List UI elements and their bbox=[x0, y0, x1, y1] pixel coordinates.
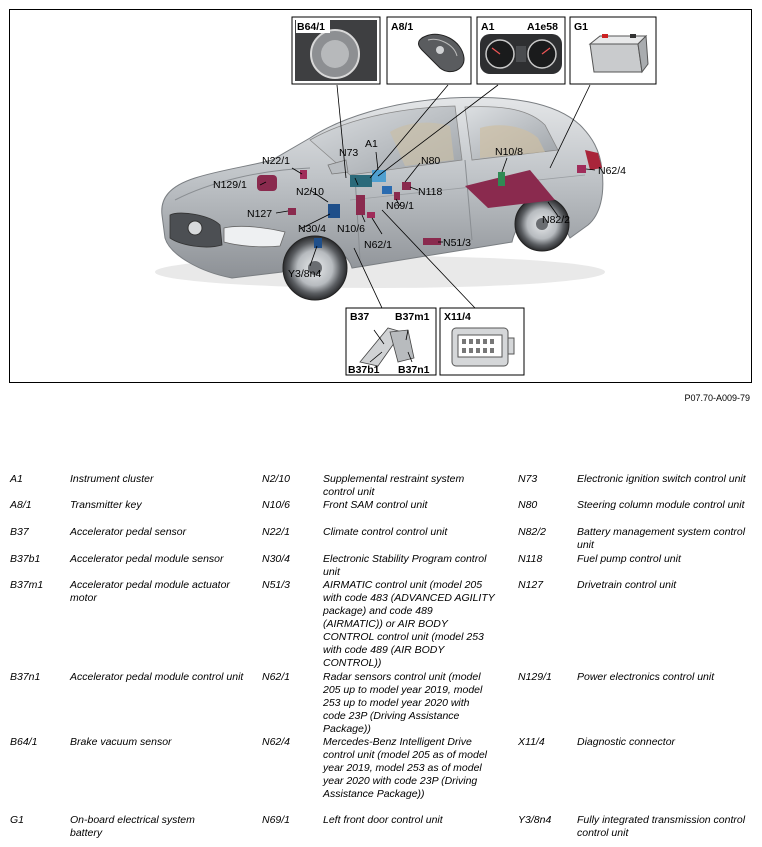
legend-code: Y3/8n4 bbox=[518, 814, 551, 827]
legend-desc: Fully integrated transmission control co… bbox=[577, 814, 752, 840]
n69-1-unit bbox=[394, 192, 400, 200]
label-n62-1: N62/1 bbox=[364, 239, 392, 251]
callout-b37m1: B37m1 bbox=[395, 311, 430, 323]
label-n80: N80 bbox=[421, 155, 440, 167]
legend-desc: Mercedes-Benz Intelligent Drive control … bbox=[323, 736, 495, 801]
label-n127: N127 bbox=[247, 208, 272, 220]
n10-6-unit bbox=[356, 195, 365, 215]
legend-code: N73 bbox=[518, 473, 537, 486]
label-y3-8n4: Y3/8n4 bbox=[288, 268, 321, 280]
legend-desc: Transmitter key bbox=[70, 499, 250, 512]
n73-unit bbox=[350, 175, 372, 187]
legend-desc: Supplemental restraint system control un… bbox=[323, 473, 495, 499]
legend-desc: Left front door control unit bbox=[323, 814, 495, 827]
callout-b64-1: B64/1 bbox=[297, 21, 325, 33]
n62-1-unit bbox=[367, 212, 375, 218]
figure-code: P07.70-A009-79 bbox=[600, 393, 750, 403]
legend-desc: AIRMATIC control unit (model 205 with co… bbox=[323, 579, 495, 670]
legend-desc: Electronic Stability Program control uni… bbox=[323, 553, 495, 579]
callout-g1: G1 bbox=[574, 21, 588, 33]
n22-1-unit bbox=[300, 170, 307, 179]
label-n69-1: N69/1 bbox=[386, 200, 414, 212]
legend-code: A1 bbox=[10, 473, 23, 486]
diagram-canvas: B64/1 A8/1 A1 A1e58 G1 B37 B37m1 B37b1 B… bbox=[10, 10, 753, 384]
callout-b37: B37 bbox=[350, 311, 369, 323]
legend-desc: Battery management system control unit bbox=[577, 526, 752, 552]
legend-code: N127 bbox=[518, 579, 543, 592]
legend-code: N80 bbox=[518, 499, 537, 512]
callout-a1: A1 bbox=[481, 21, 495, 33]
callout-b37n1: B37n1 bbox=[398, 364, 430, 376]
label-a1-car: A1 bbox=[365, 138, 378, 150]
n30-4-unit bbox=[328, 204, 340, 218]
n118-unit bbox=[402, 182, 411, 190]
legend-code: B37n1 bbox=[10, 671, 40, 684]
legend-desc: On-board electrical system battery bbox=[70, 814, 225, 840]
n129-1-unit bbox=[257, 175, 277, 191]
legend-desc: Drivetrain control unit bbox=[577, 579, 752, 592]
legend-code: N30/4 bbox=[262, 553, 290, 566]
label-n73: N73 bbox=[339, 147, 358, 159]
legend-code: N2/10 bbox=[262, 473, 290, 486]
legend-desc: Diagnostic connector bbox=[577, 736, 752, 749]
legend-code: N62/4 bbox=[262, 736, 290, 749]
n62-4-unit bbox=[577, 165, 586, 173]
legend-code: N22/1 bbox=[262, 526, 290, 539]
vehicle-diagram: B64/1 A8/1 A1 A1e58 G1 B37 B37m1 B37b1 B… bbox=[9, 9, 752, 383]
label-n129-1: N129/1 bbox=[213, 179, 247, 191]
legend-desc: Brake vacuum sensor bbox=[70, 736, 250, 749]
callout-a1e58: A1e58 bbox=[527, 21, 558, 33]
legend-desc: Accelerator pedal module sensor bbox=[70, 553, 250, 566]
legend-code: N129/1 bbox=[518, 671, 552, 684]
label-n118: N118 bbox=[418, 186, 442, 198]
label-n2-10: N2/10 bbox=[296, 186, 324, 198]
legend-code: G1 bbox=[10, 814, 24, 827]
legend-desc: Instrument cluster bbox=[70, 473, 250, 486]
legend-code: B64/1 bbox=[10, 736, 37, 749]
legend-desc: Electronic ignition switch control unit bbox=[577, 473, 752, 486]
n10-8-unit bbox=[498, 172, 505, 186]
label-n82-2: N82/2 bbox=[542, 214, 570, 226]
legend-desc: Radar sensors control unit (model 205 up… bbox=[323, 671, 495, 736]
label-n30-4: N30/4 bbox=[298, 223, 326, 235]
legend-desc: Accelerator pedal module control unit bbox=[70, 671, 250, 684]
legend-code: N62/1 bbox=[262, 671, 290, 684]
legend-desc: Fuel pump control unit bbox=[577, 553, 752, 566]
n127-unit bbox=[288, 208, 296, 215]
legend-desc: Climate control control unit bbox=[323, 526, 495, 539]
callout-a8-1: A8/1 bbox=[391, 21, 413, 33]
legend-desc: Accelerator pedal sensor bbox=[70, 526, 250, 539]
label-n62-4: N62/4 bbox=[598, 165, 626, 177]
callout-b37b1: B37b1 bbox=[348, 364, 380, 376]
legend-code: B37 bbox=[10, 526, 29, 539]
legend-code: N10/6 bbox=[262, 499, 290, 512]
legend-code: B37b1 bbox=[10, 553, 40, 566]
legend-desc: Accelerator pedal module actuator motor bbox=[70, 579, 250, 605]
legend-desc: Steering column module control unit bbox=[577, 499, 752, 512]
y3-8n4-unit bbox=[314, 238, 322, 248]
legend-code: X11/4 bbox=[518, 736, 545, 749]
legend-code: N51/3 bbox=[262, 579, 290, 592]
label-n22-1: N22/1 bbox=[262, 155, 290, 167]
legend-code: N118 bbox=[518, 553, 542, 566]
legend-code: N69/1 bbox=[262, 814, 290, 827]
label-n10-8: N10/8 bbox=[495, 146, 523, 158]
legend-code: B37m1 bbox=[10, 579, 43, 592]
n51-3-unit bbox=[423, 238, 441, 245]
label-n51-3: N51/3 bbox=[443, 237, 471, 249]
legend-desc: Front SAM control unit bbox=[323, 499, 495, 512]
legend-code: A8/1 bbox=[10, 499, 32, 512]
legend-code: N82/2 bbox=[518, 526, 546, 539]
n80-unit bbox=[382, 186, 392, 194]
callout-x11-4: X11/4 bbox=[444, 311, 471, 323]
label-n10-6: N10/6 bbox=[337, 223, 365, 235]
legend-desc: Power electronics control unit bbox=[577, 671, 752, 684]
